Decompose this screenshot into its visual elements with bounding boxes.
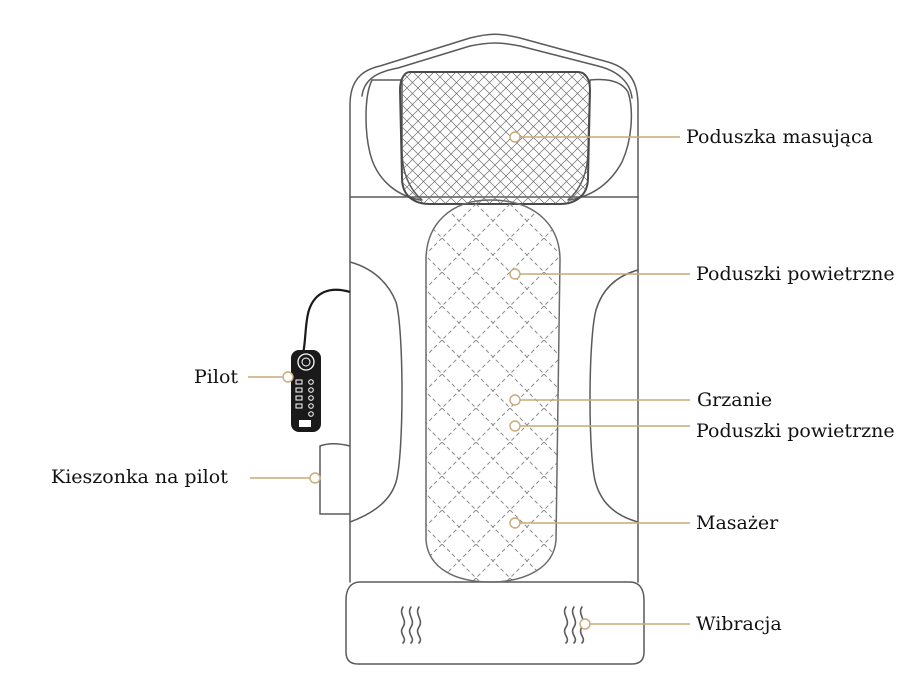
label-massager: Masażer	[696, 512, 779, 534]
label-heating: Grzanie	[697, 389, 773, 411]
massage-pillow	[398, 71, 592, 205]
vibration-wave-icon-left	[400, 606, 422, 644]
vibration-cushion	[345, 581, 645, 665]
remote-cable	[301, 288, 351, 355]
label-remote: Pilot	[194, 366, 239, 388]
left-bolster	[349, 261, 403, 523]
label-air-cushions-lower: Poduszki powietrzne	[696, 420, 895, 442]
marker-massager	[509, 517, 521, 529]
label-remote-pocket: Kieszonka na pilot	[51, 466, 228, 488]
marker-remote-pocket	[309, 472, 321, 484]
headrest-frame	[361, 42, 633, 99]
air-cushion-pad	[425, 199, 561, 583]
marker-heating	[509, 394, 521, 406]
marker-massage-pillow	[509, 131, 521, 143]
mat-outline	[349, 33, 639, 583]
marker-air-cushions-top	[509, 268, 521, 280]
remote-control	[291, 350, 321, 432]
label-vibration: Wibracja	[696, 613, 782, 635]
marker-air-cushions-lower	[509, 420, 521, 432]
label-air-cushions-top: Poduszki powietrzne	[696, 263, 895, 285]
remote-pocket	[319, 443, 351, 515]
marker-remote	[282, 371, 294, 383]
marker-vibration	[579, 618, 591, 630]
label-massage-pillow: Poduszka masująca	[686, 126, 874, 148]
right-bolster	[589, 269, 639, 523]
